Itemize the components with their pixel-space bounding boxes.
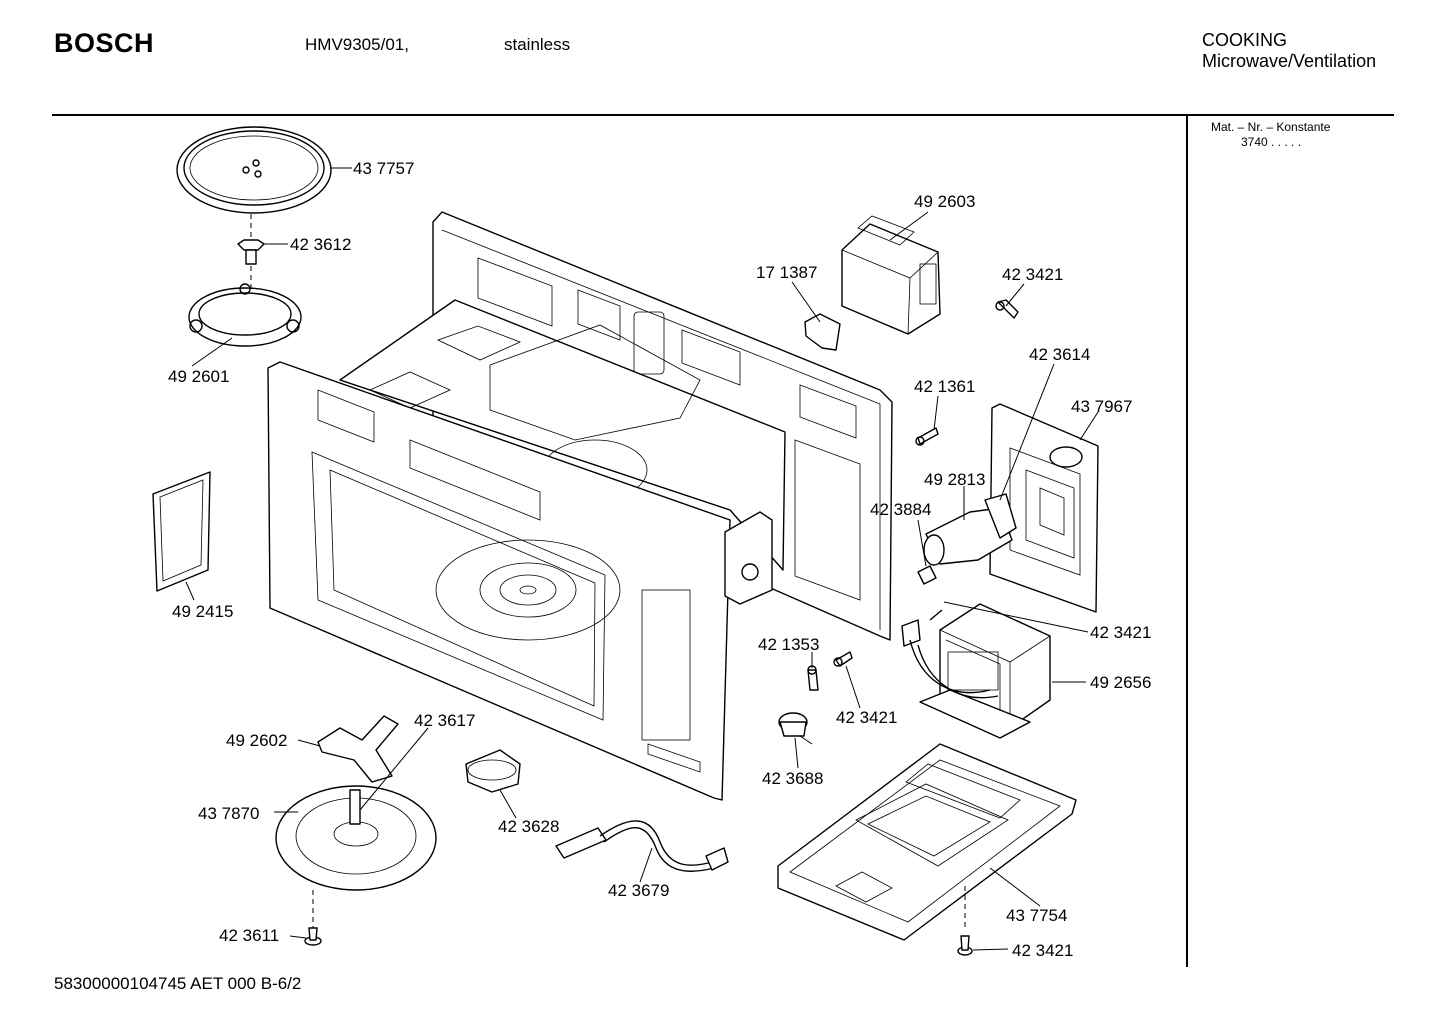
side-panel-divider — [1186, 116, 1188, 967]
part-label-423628: 42 3628 — [498, 817, 560, 836]
fan-housing-drawing — [275, 785, 437, 930]
thermostat-drawing — [778, 712, 813, 745]
waveguide-cover-drawing — [152, 471, 211, 592]
base-plate-drawing — [777, 743, 1077, 941]
brand-logo: BOSCH — [54, 28, 155, 58]
leader-lines — [185, 167, 1099, 951]
power-transformer-drawing — [901, 603, 1051, 739]
part-label-423614: 42 3614 — [1029, 345, 1091, 364]
part-label-437754: 43 7754 — [1006, 906, 1068, 925]
cavity-frame-drawing — [267, 211, 893, 801]
part-label-437967: 43 7967 — [1071, 397, 1133, 416]
part-label-492656: 49 2656 — [1090, 673, 1152, 692]
model-number: HMV9305/01, — [305, 35, 409, 54]
roller-ring-drawing — [188, 266, 302, 347]
header-rule — [52, 114, 1394, 116]
part-label-423884: 42 3884 — [870, 500, 932, 519]
coupler-drawing — [237, 214, 265, 265]
screw-a-drawing — [995, 299, 1019, 319]
stirrer-blade-drawing — [317, 715, 399, 783]
part-label-423421-b: 42 3421 — [1090, 623, 1152, 642]
category-line-1: COOKING — [1202, 30, 1288, 50]
part-label-423421-d: 42 3421 — [1012, 941, 1074, 960]
screw-d-drawing — [304, 927, 322, 946]
finish-label: stainless — [504, 35, 571, 54]
part-label-492415: 49 2415 — [172, 602, 234, 621]
capacitor-drawing — [923, 493, 1017, 566]
part-label-492603: 49 2603 — [914, 192, 976, 211]
part-label-423679: 42 3679 — [608, 881, 670, 900]
part-label-423611: 42 3611 — [219, 926, 280, 945]
part-label-437757: 43 7757 — [353, 159, 415, 178]
part-label-492813: 49 2813 — [924, 470, 986, 489]
screw-e-drawing — [957, 935, 973, 956]
part-label-423421-c: 42 3421 — [836, 708, 898, 727]
document-code: 58300000104745 AET 000 B-6/2 — [54, 974, 302, 993]
part-label-437870: 43 7870 — [198, 804, 260, 823]
part-label-423617: 42 3617 — [414, 711, 476, 730]
part-label-492602: 49 2602 — [226, 731, 288, 750]
part-label-492601: 49 2601 — [168, 367, 230, 386]
part-label-421361: 42 1361 — [914, 377, 976, 396]
fan-motor-drawing — [465, 749, 521, 793]
part-label-423421-a: 42 3421 — [1002, 265, 1064, 284]
screw-c-drawing — [807, 651, 853, 691]
material-number-label: Mat. – Nr. – Konstante — [1211, 120, 1331, 134]
category-label: COOKING Microwave/Ventilation — [1202, 30, 1376, 72]
diode-drawing — [917, 519, 937, 585]
turntable-tray-drawing — [176, 126, 332, 214]
screw-b-drawing — [915, 427, 939, 446]
material-number-value: 3740 . . . . . — [1241, 135, 1302, 149]
part-label-171387: 17 1387 — [756, 263, 818, 282]
transformer-upper-drawing — [804, 215, 941, 351]
category-line-2: Microwave/Ventilation — [1202, 51, 1377, 71]
part-label-421353: 42 1353 — [758, 635, 820, 654]
wire-harness-drawing — [555, 820, 729, 872]
part-label-423612: 42 3612 — [290, 235, 352, 254]
part-label-423688: 42 3688 — [762, 769, 824, 788]
